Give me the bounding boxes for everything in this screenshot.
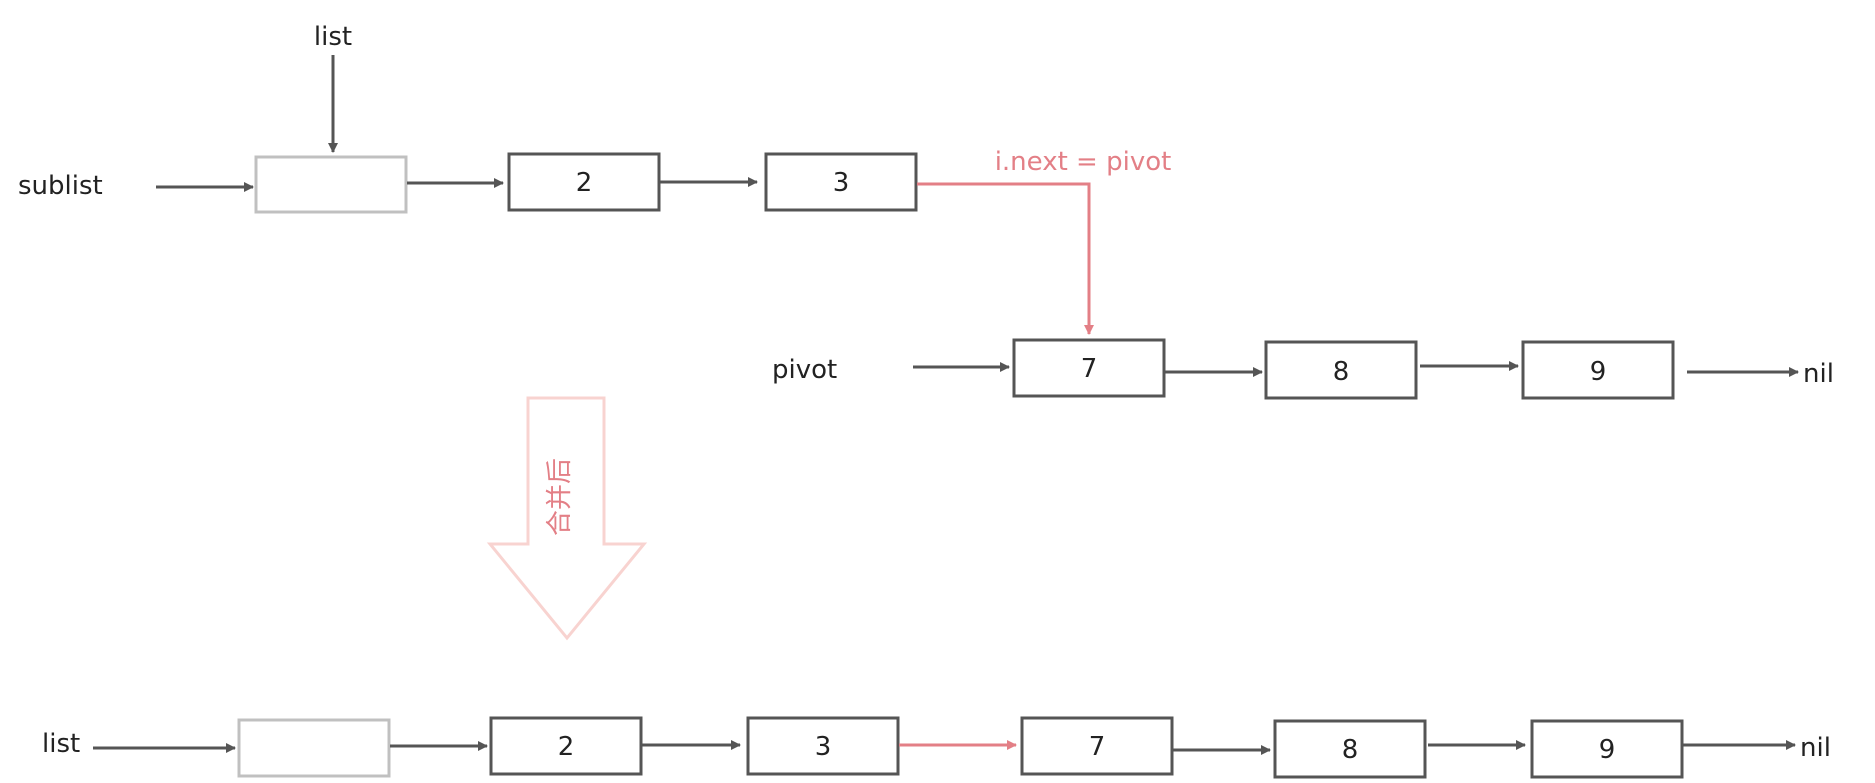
merge-down-arrow-icon — [486, 396, 648, 641]
bottom-node-3: 3 — [746, 716, 900, 776]
pivot-node-7: 7 — [1012, 338, 1166, 398]
sublist-label: sublist — [18, 171, 103, 201]
nil-label-top: nil — [1803, 359, 1834, 389]
pivot-node-9-value: 9 — [1590, 357, 1607, 387]
pivot-label: pivot — [772, 355, 837, 385]
bottom-node-2-value: 2 — [558, 732, 575, 762]
pivot-node-8-value: 8 — [1333, 357, 1350, 387]
pivot-node-7-value: 7 — [1081, 354, 1098, 384]
pivot-node-9: 9 — [1521, 340, 1675, 400]
assign-link-arrow — [917, 182, 1094, 335]
nil-label-bottom: nil — [1800, 733, 1831, 763]
top-node-3: 3 — [764, 152, 918, 212]
bottom-node-7-value: 7 — [1089, 732, 1106, 762]
bottom-node-8-value: 8 — [1342, 735, 1359, 765]
top-head-node — [254, 155, 408, 214]
list-label-top: list — [314, 22, 352, 52]
list-label-bottom: list — [42, 729, 80, 759]
top-node-2-value: 2 — [576, 168, 593, 198]
bottom-node-9: 9 — [1530, 719, 1684, 779]
bottom-node-2: 2 — [489, 716, 643, 776]
top-node-2: 2 — [507, 152, 661, 212]
bottom-head-node — [237, 718, 391, 778]
bottom-node-3-value: 3 — [815, 732, 832, 762]
pivot-node-8: 8 — [1264, 340, 1418, 400]
bottom-node-9-value: 9 — [1599, 735, 1616, 765]
bottom-node-8: 8 — [1273, 719, 1427, 779]
top-node-3-value: 3 — [833, 168, 850, 198]
bottom-node-7: 7 — [1020, 716, 1174, 776]
assign-label: i.next = pivot — [995, 147, 1172, 177]
merge-label: 合并后 — [545, 458, 575, 536]
